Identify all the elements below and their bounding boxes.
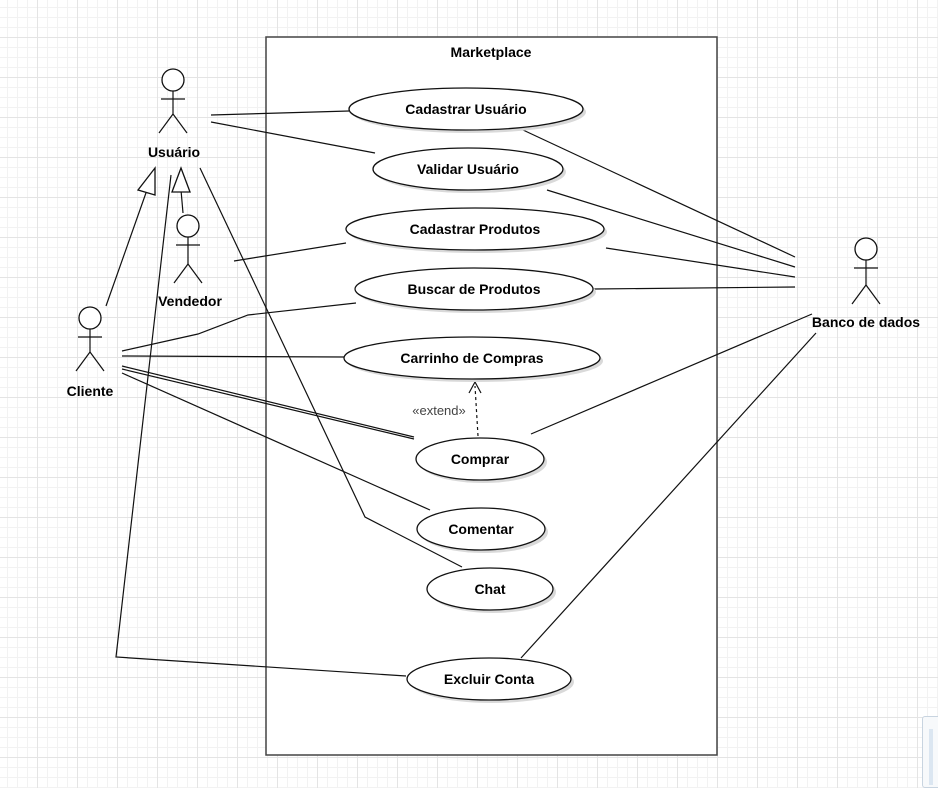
- use-case-buscar-produtos[interactable]: Buscar de Produtos: [354, 267, 596, 313]
- use-case-label: Comprar: [451, 451, 510, 467]
- stick-figure-icon: [75, 306, 105, 372]
- edge-usuario-excluir-conta[interactable]: [115, 174, 407, 677]
- generalization-arrowhead-cliente: [136, 166, 156, 196]
- edge-banco-comprar[interactable]: [530, 313, 813, 435]
- edge-generalization-vendedor[interactable]: [180, 189, 184, 214]
- use-case-validar-usuario[interactable]: Validar Usuário: [372, 147, 566, 193]
- use-case-label: Cadastrar Produtos: [410, 221, 541, 237]
- edge-cliente-comprar[interactable]: [121, 365, 415, 438]
- use-case-carrinho-de-compras[interactable]: Carrinho de Compras: [343, 336, 603, 382]
- edge-cliente-comentar[interactable]: [121, 372, 431, 511]
- edges: [105, 110, 817, 677]
- edge-generalization-cliente[interactable]: [105, 189, 148, 307]
- use-case-label: Buscar de Produtos: [407, 281, 540, 297]
- edge-usuario-validar-usuario[interactable]: [210, 121, 376, 154]
- stick-figure-icon: [173, 214, 203, 284]
- actor-vendedor[interactable]: Vendedor: [158, 214, 222, 309]
- edge-usuario-chat[interactable]: [199, 167, 463, 568]
- use-case-label: Comentar: [448, 521, 514, 537]
- system-title: Marketplace: [451, 44, 532, 60]
- actor-cliente[interactable]: Cliente: [67, 306, 114, 399]
- generalization-arrowhead-vendedor: [171, 166, 191, 193]
- edge-banco-cadastrar-produtos[interactable]: [605, 247, 796, 278]
- use-case-comprar[interactable]: Comprar: [415, 437, 547, 483]
- actor-label-banco: Banco de dados: [812, 314, 920, 330]
- use-case-excluir-conta[interactable]: Excluir Conta: [406, 657, 574, 703]
- edge-cliente-carrinho[interactable]: [121, 355, 346, 358]
- edge-banco-buscar-produtos[interactable]: [593, 286, 796, 290]
- use-case-cadastrar-produtos[interactable]: Cadastrar Produtos: [345, 207, 607, 253]
- actor-usuario[interactable]: Usuário: [148, 68, 200, 160]
- edge-vendedor-cadastrar-produtos[interactable]: [233, 242, 347, 262]
- actor-label-vendedor: Vendedor: [158, 293, 222, 309]
- edge-extend-comprar-carrinho[interactable]: [474, 385, 479, 437]
- edge-banco-excluir-conta[interactable]: [520, 332, 817, 659]
- actor-banco-de-dados[interactable]: Banco de dados: [812, 237, 920, 330]
- stick-figure-icon: [158, 68, 188, 134]
- use-case-label: Excluir Conta: [444, 671, 534, 687]
- edge-banco-validar-usuario[interactable]: [546, 189, 796, 268]
- use-case-cadastrar-usuario[interactable]: Cadastrar Usuário: [348, 87, 586, 133]
- use-case-comentar[interactable]: Comentar: [416, 507, 548, 553]
- format-panel-toggle[interactable]: [922, 716, 938, 788]
- edge-cliente-buscar-produtos[interactable]: [121, 302, 357, 352]
- extend-label: «extend»: [412, 403, 466, 418]
- use-case-chat[interactable]: Chat: [426, 567, 556, 613]
- panel-handle: [929, 729, 933, 785]
- edge-banco-cadastrar-usuario[interactable]: [522, 129, 796, 258]
- use-case-label: Validar Usuário: [417, 161, 519, 177]
- use-case-label: Carrinho de Compras: [400, 350, 543, 366]
- edge-usuario-cadastrar-usuario[interactable]: [210, 110, 350, 116]
- edge-cliente-comprar-2[interactable]: [121, 368, 415, 440]
- use-case-label: Chat: [474, 581, 505, 597]
- stick-figure-icon: [851, 237, 881, 305]
- use-case-label: Cadastrar Usuário: [405, 101, 526, 117]
- actor-label-cliente: Cliente: [67, 383, 114, 399]
- actor-label-usuario: Usuário: [148, 144, 200, 160]
